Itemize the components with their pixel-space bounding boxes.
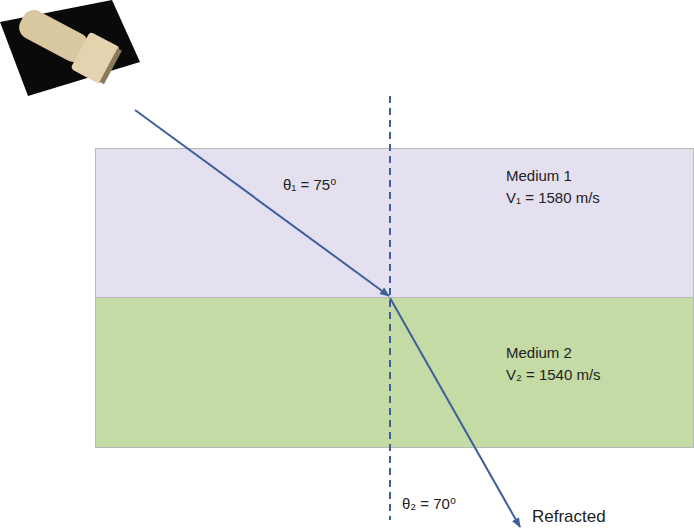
medium-velocity: V₁ = 1580 m/s bbox=[506, 189, 600, 207]
angle-label: θ₁ = 75⁰ bbox=[283, 175, 336, 194]
medium-band: Medium 2 V₂ = 1540 m/s bbox=[95, 297, 694, 448]
medium-name: Medium 2 bbox=[506, 344, 572, 362]
medium-name: Medium 1 bbox=[506, 167, 572, 185]
transducer bbox=[0, 0, 140, 96]
medium-velocity: V₂ = 1540 m/s bbox=[506, 366, 601, 384]
angle-label: θ₂ = 70⁰ bbox=[402, 494, 456, 513]
beam-label: Refracted bbox=[532, 506, 606, 527]
medium-band: Medium 1 V₁ = 1580 m/s bbox=[95, 148, 694, 298]
